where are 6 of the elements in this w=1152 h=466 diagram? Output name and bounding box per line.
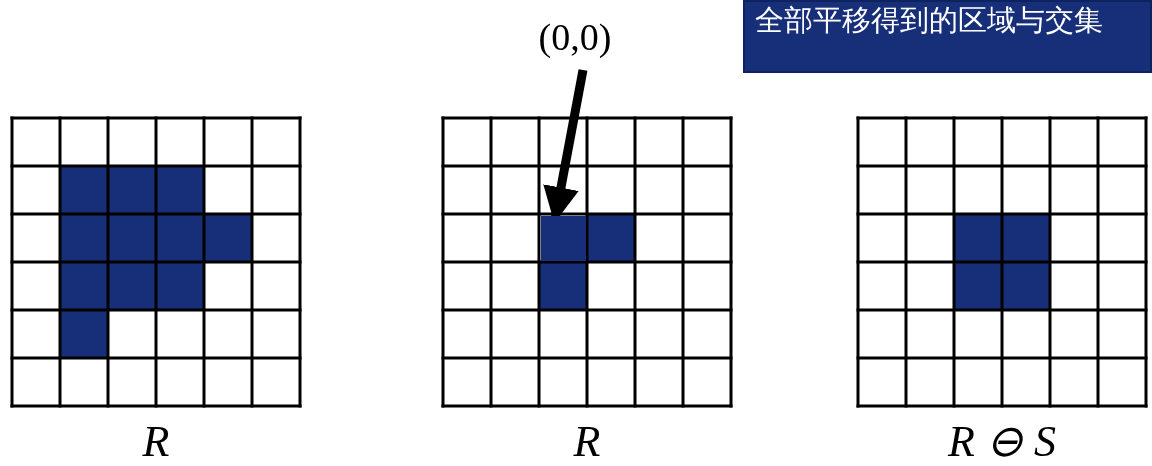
grid-caption: R bbox=[573, 420, 601, 464]
origin-cell bbox=[540, 215, 586, 261]
coordinate-label: (0,0) bbox=[515, 12, 635, 62]
grid-caption: R bbox=[142, 420, 170, 464]
grid-caption: R ⊖ S bbox=[948, 420, 1056, 464]
text-banner: 全部平移得到的区域与交集 bbox=[743, 0, 1152, 73]
